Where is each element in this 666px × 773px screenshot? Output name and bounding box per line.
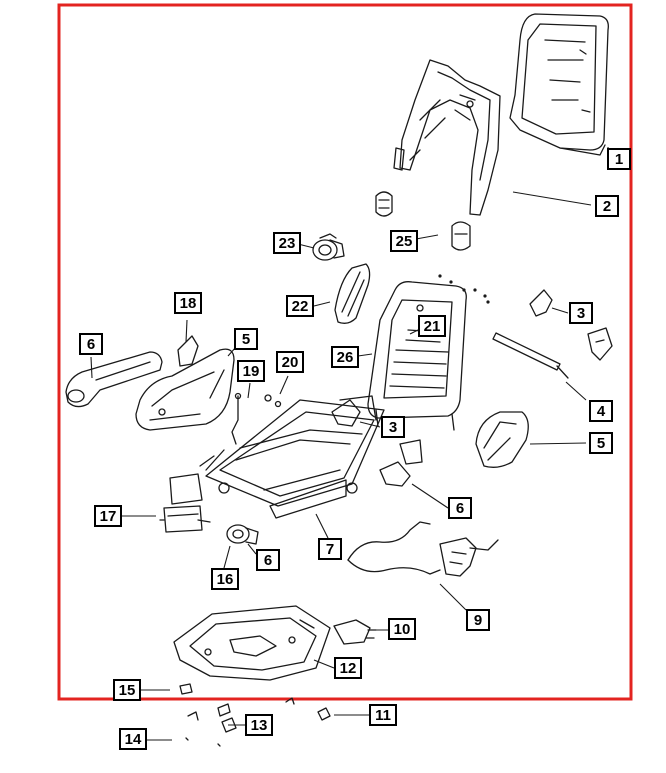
callout-23: 23 <box>273 232 301 254</box>
part-bracket-3a <box>529 289 613 361</box>
part-clip-15 <box>179 683 193 695</box>
part-back-trim <box>393 59 501 216</box>
part-seatback-panel <box>509 13 609 156</box>
callout-16: 16 <box>211 568 239 590</box>
callout-10: 10 <box>388 618 416 640</box>
callout-11: 11 <box>369 704 397 726</box>
callout-2: 2 <box>595 195 619 217</box>
part-side-shield-5b <box>135 348 235 431</box>
callout-21: 21 <box>418 315 446 337</box>
callout-14: 14 <box>119 728 147 750</box>
callout-12: 12 <box>334 657 362 679</box>
part-shield-5a <box>475 411 529 468</box>
part-track-cover-6a <box>65 351 163 408</box>
part-module-17 <box>159 473 211 533</box>
part-seat-pan-12 <box>173 605 331 681</box>
part-bracket-3b <box>331 399 361 427</box>
diagram-frame <box>57 3 633 701</box>
callout-15: 15 <box>113 679 141 701</box>
callout-3a: 3 <box>569 302 593 324</box>
fastener-dots <box>438 274 490 304</box>
callout-4: 4 <box>589 400 613 422</box>
part-wire-19 <box>231 392 242 445</box>
part-cable-harness-9 <box>347 521 499 577</box>
part-clips-13 <box>185 697 295 747</box>
part-seat-track-assembly <box>199 395 385 519</box>
part-bracket-6c <box>379 439 423 487</box>
part-bracket-18 <box>177 335 199 367</box>
callout-22: 22 <box>286 295 314 317</box>
callout-6a: 6 <box>79 333 103 355</box>
leader-lines <box>90 146 610 741</box>
callout-13: 13 <box>245 714 273 736</box>
part-clips-20 <box>264 394 282 408</box>
part-clip-11 <box>317 707 331 721</box>
callout-6b: 6 <box>256 549 280 571</box>
callout-1: 1 <box>607 148 631 170</box>
callout-18: 18 <box>174 292 202 314</box>
callout-19: 19 <box>237 360 265 382</box>
callout-5a: 5 <box>589 432 613 454</box>
callout-5b: 5 <box>234 328 258 350</box>
callout-20: 20 <box>276 351 304 373</box>
part-knob-16 <box>226 524 259 545</box>
callout-25: 25 <box>390 230 418 252</box>
part-cross-rod <box>492 332 569 379</box>
callout-6c: 6 <box>448 497 472 519</box>
part-side-shield-22 <box>334 263 371 324</box>
callout-3b: 3 <box>381 416 405 438</box>
part-guide-sleeve <box>375 191 471 251</box>
callout-7: 7 <box>318 538 342 560</box>
callout-26: 26 <box>331 346 359 368</box>
part-module-10 <box>333 619 377 645</box>
part-back-frame <box>367 281 467 431</box>
callout-17: 17 <box>94 505 122 527</box>
callout-9: 9 <box>466 609 490 631</box>
part-motor-23 <box>312 233 345 261</box>
